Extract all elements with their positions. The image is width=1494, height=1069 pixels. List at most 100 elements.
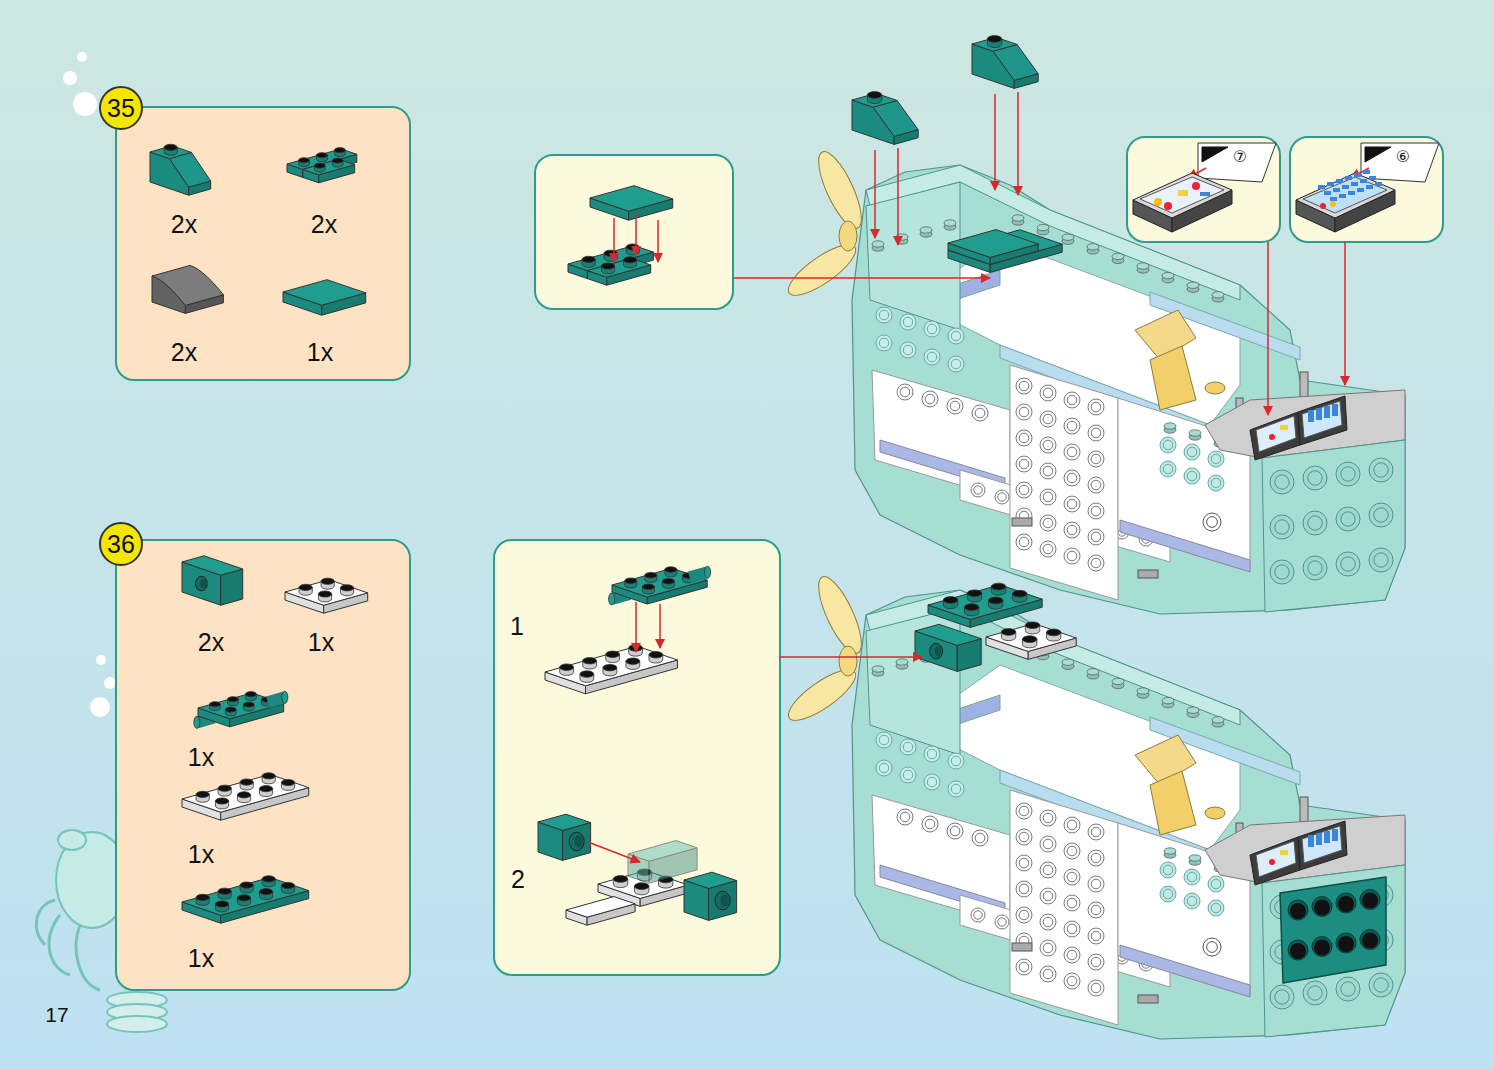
illustration-shape — [1369, 458, 1393, 482]
illustration-shape — [1308, 410, 1314, 422]
illustration-shape — [951, 784, 961, 794]
illustration-shape — [604, 250, 617, 256]
assembly-arrow — [1344, 242, 1346, 385]
bubble — [96, 655, 106, 665]
brick — [538, 814, 591, 860]
illustration-shape — [1154, 198, 1162, 206]
sticker-callout — [1296, 143, 1439, 232]
illustration-shape — [228, 697, 239, 702]
illustration-shape — [1361, 143, 1439, 182]
illustration-shape — [1160, 437, 1176, 453]
illustration-shape — [1091, 558, 1101, 568]
illustration-shape — [1138, 995, 1158, 1003]
sticker-callout — [1133, 143, 1276, 232]
illustration-shape — [1187, 896, 1197, 906]
parts-list — [182, 556, 368, 923]
illustration-shape — [972, 830, 988, 846]
illustration-shape — [1314, 900, 1330, 916]
illustration-shape — [262, 876, 275, 882]
illustration-shape — [993, 45, 1038, 81]
illustration-shape — [1362, 893, 1378, 909]
illustration-shape — [927, 324, 937, 334]
illustration-shape — [1296, 173, 1395, 218]
illustration-shape — [1164, 423, 1176, 429]
illustration-shape — [1040, 836, 1056, 852]
illustration-shape — [1040, 489, 1056, 505]
illustration-shape — [1342, 185, 1349, 189]
illustration-shape — [1187, 447, 1197, 457]
illustration-shape — [1205, 382, 1225, 394]
illustration-shape — [1040, 940, 1056, 956]
illustration-shape — [240, 882, 253, 888]
illustration-shape — [1043, 865, 1053, 875]
illustration-shape — [317, 153, 328, 158]
illustration-shape — [237, 792, 250, 798]
illustration-shape — [1043, 891, 1053, 901]
sticker-panel: ⑦ — [1127, 137, 1280, 242]
step-number: 36 — [99, 522, 143, 566]
illustration-shape — [1040, 463, 1056, 479]
illustration-shape — [995, 490, 1009, 504]
illustration-shape — [1163, 865, 1173, 875]
illustration-shape — [259, 786, 272, 792]
illustration-shape — [1369, 973, 1393, 997]
illustration-shape — [876, 307, 892, 323]
parts-panel: 352x2x2x1x — [116, 107, 410, 380]
illustration-shape — [1187, 872, 1197, 882]
illustration-shape — [928, 585, 1042, 620]
part-count: 1x — [308, 628, 334, 656]
illustration-shape — [1062, 659, 1074, 665]
illustration-shape — [927, 777, 937, 787]
sticker-panel — [1127, 137, 1280, 242]
illustration-shape — [625, 578, 637, 584]
illustration-shape — [974, 486, 982, 494]
illustration-shape — [873, 101, 918, 137]
illustration-shape — [1327, 182, 1334, 186]
illustration-shape — [1067, 846, 1077, 856]
illustration-shape — [1302, 826, 1342, 863]
illustration-shape — [237, 895, 250, 901]
illustration-shape — [1012, 518, 1032, 526]
illustration-shape — [1211, 478, 1221, 488]
illustration-shape — [1135, 310, 1196, 360]
illustration-shape — [1062, 234, 1074, 240]
illustration-shape — [1019, 459, 1029, 469]
illustration-shape — [332, 158, 343, 163]
illustration-shape — [1040, 966, 1056, 982]
illustration-shape — [318, 591, 331, 597]
illustration-shape — [1022, 636, 1036, 643]
illustration-shape — [1010, 790, 1118, 1025]
illustration-shape — [1269, 859, 1275, 865]
illustration-shape — [1211, 879, 1221, 889]
illustration-shape — [1016, 803, 1032, 819]
illustration-shape — [215, 798, 228, 804]
illustration-shape — [1067, 421, 1077, 431]
illustration-shape — [1067, 976, 1077, 986]
illustration-shape — [1064, 973, 1080, 989]
parts-panel: 362x1x1x1x1x — [116, 540, 410, 990]
brick — [283, 280, 366, 316]
subassembly — [538, 566, 737, 925]
illustration-shape — [1012, 590, 1026, 597]
illustration-shape — [1308, 471, 1322, 485]
illustration-shape — [879, 310, 889, 320]
illustration-shape — [1250, 412, 1300, 460]
illustration-shape — [1091, 428, 1101, 438]
illustration-shape — [281, 882, 294, 888]
illustration-shape — [1064, 947, 1080, 963]
illustration-shape — [1369, 503, 1393, 527]
illustration-shape — [1163, 440, 1173, 450]
control-panel — [1250, 396, 1347, 460]
illustration-shape — [1016, 959, 1032, 975]
illustration-shape — [1091, 957, 1101, 967]
illustration-shape — [1088, 902, 1104, 918]
brick — [590, 186, 673, 221]
illustration-shape — [1043, 839, 1053, 849]
illustration-shape — [1270, 515, 1294, 539]
illustration-shape — [1067, 395, 1077, 405]
illustration-shape — [1324, 406, 1330, 418]
illustration-shape — [1184, 444, 1200, 460]
illustration-shape — [1339, 194, 1346, 198]
illustration-shape — [169, 152, 210, 187]
